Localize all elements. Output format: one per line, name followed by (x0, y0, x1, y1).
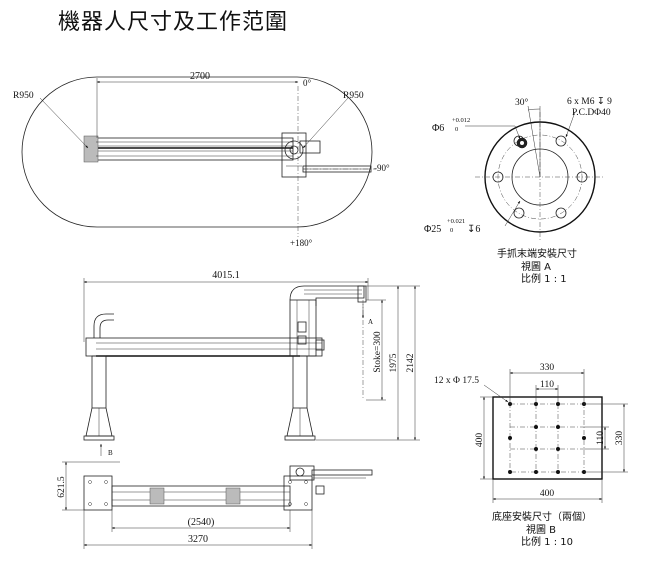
flange-caption-3: 比例 1 : 1 (521, 272, 567, 285)
base-view-b: 330 110 12 x Φ 17.5 400 110 330 400 底座安裝… (434, 363, 628, 548)
angle-pos180: +180° (290, 238, 313, 248)
base-plate-left (83, 475, 113, 511)
base-holes (508, 402, 586, 474)
radius-left: R950 (13, 91, 34, 101)
pin-tol-upper: +0.012 (452, 117, 470, 124)
label-b: B (108, 449, 113, 457)
gantry-beam (87, 137, 294, 161)
label-a: A (368, 318, 373, 326)
dim-110-top: 110 (540, 380, 554, 390)
flange-caption-1: 手抓末端安裝尺寸 (497, 247, 577, 260)
carriage (281, 132, 307, 178)
bore-dim: Φ25 (424, 224, 441, 235)
dim-400-left: 400 (475, 433, 485, 448)
base-holes-note: 12 x Φ 17.5 (434, 376, 479, 386)
flange-view-a: 30° 6 x M6 ↧ 9 P.C.DΦ40 Φ6 +0.012 0 Φ25 … (424, 96, 612, 285)
pcd-note: P.C.DΦ40 (572, 108, 611, 118)
dim-330-top: 330 (540, 363, 555, 373)
upper-arm (289, 285, 365, 306)
base-plate (492, 396, 603, 480)
bore-tol-upper: +0.021 (447, 218, 465, 225)
dim-110-right: 110 (596, 431, 606, 445)
bore-depth: ↧6 (467, 224, 480, 235)
bore-tol-lower: 0 (450, 227, 453, 234)
work-envelope (21, 76, 373, 228)
dim-621: 621.5 (57, 476, 67, 498)
front-view: 4015.1 (83, 270, 420, 457)
angle-30: 30° (515, 97, 529, 108)
base-caption-3: 比例 1 : 10 (521, 535, 573, 548)
plan-beam (111, 485, 291, 507)
holes-note: 6 x M6 ↧ 9 (567, 96, 612, 107)
dim-2700: 2700 (190, 71, 210, 82)
flange-caption-2: 視圖 A (521, 260, 551, 273)
dim-stroke: Stoke=300 (373, 331, 383, 372)
right-leg (284, 355, 316, 441)
dim-2142: 2142 (406, 353, 416, 372)
dim-1975: 1975 (389, 353, 399, 372)
plan-view: 621.5 (2540) 3270 (57, 461, 373, 549)
main-beam (85, 337, 323, 357)
dim-330-right: 330 (615, 431, 625, 446)
top-view: 2700 0° R950 R950 -90° +180° (13, 71, 390, 248)
left-leg (83, 355, 115, 441)
vertical-column (289, 299, 317, 357)
pin-dim: Φ6 (432, 123, 444, 134)
dim-3270: 3270 (188, 534, 208, 545)
angle-neg90: -90° (374, 163, 390, 173)
base-caption-1: 底座安裝尺寸（兩個） (492, 510, 592, 523)
page-title: 機器人尺寸及工作范圍 (58, 10, 289, 35)
radius-right: R950 (343, 91, 364, 101)
plan-arm (311, 469, 373, 476)
dim-4015: 4015.1 (212, 270, 240, 281)
angle-0: 0° (303, 78, 312, 88)
pin-tol-lower: 0 (455, 126, 458, 133)
base-caption-2: 視圖 B (526, 523, 556, 536)
dim-2540: (2540) (188, 517, 215, 528)
dim-400-bottom: 400 (540, 489, 555, 499)
base-plate-right (283, 475, 313, 511)
